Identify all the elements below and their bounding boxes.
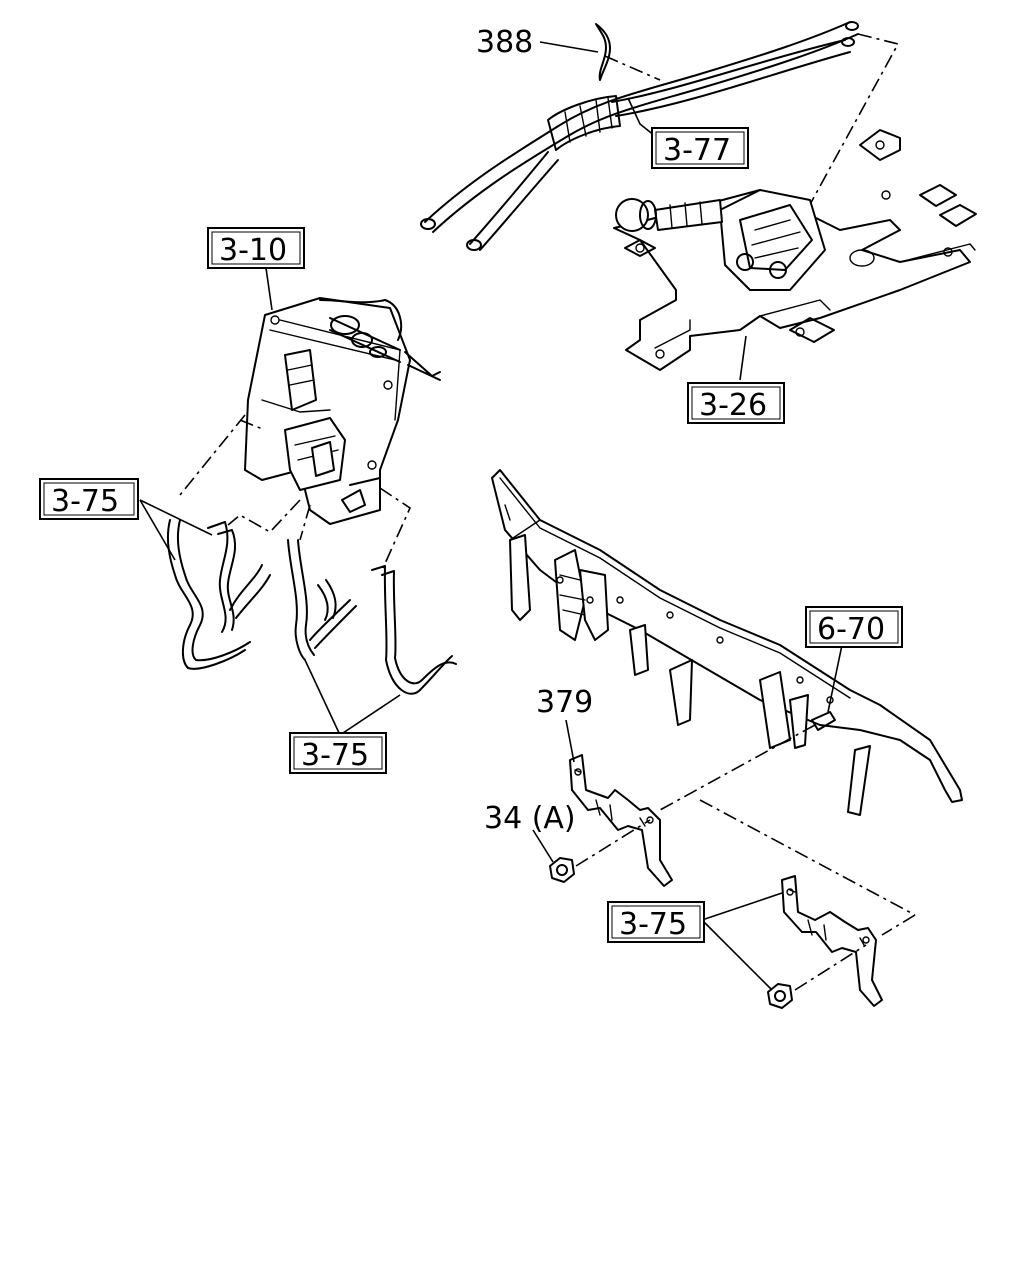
- callout-3-10: 3-10: [207, 227, 305, 269]
- label-34a: 34 (A): [484, 801, 576, 836]
- callout-6-70: 6-70: [805, 606, 903, 648]
- label-3-77: 3-77: [663, 133, 731, 168]
- label-3-26: 3-26: [699, 388, 767, 423]
- label-3-10: 3-10: [219, 233, 287, 268]
- hoses-left: [166, 519, 457, 695]
- callout-379: 379: [536, 685, 593, 720]
- callout-3-26: 3-26: [687, 382, 785, 424]
- callout-3-75-lower: 3-75: [607, 901, 705, 943]
- clamp-bracket-lower: [767, 875, 916, 1009]
- cross-member: [491, 469, 963, 916]
- label-3-75-bottom: 3-75: [301, 738, 369, 773]
- leader-lines: [139, 41, 843, 991]
- callout-34a: 34 (A): [484, 801, 576, 836]
- label-6-70: 6-70: [817, 612, 885, 647]
- callout-3-77: 3-77: [651, 127, 749, 169]
- label-3-75-lower: 3-75: [619, 907, 687, 942]
- callout-3-75-bottom: 3-75: [289, 732, 387, 774]
- label-388: 388: [476, 25, 533, 60]
- label-379: 379: [536, 685, 593, 720]
- callout-388: 388: [476, 25, 533, 60]
- callout-3-75-left: 3-75: [39, 478, 139, 520]
- hose-assembly: [420, 21, 900, 251]
- nut-34a: [549, 819, 651, 883]
- control-assembly: [179, 297, 441, 569]
- label-3-75-left: 3-75: [51, 484, 119, 519]
- clamp-bracket-379: [569, 754, 673, 887]
- bracket-assembly: [613, 129, 977, 371]
